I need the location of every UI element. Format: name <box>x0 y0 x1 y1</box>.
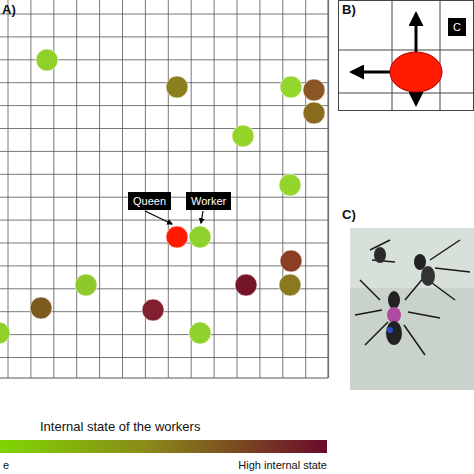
worker-circle <box>0 322 10 344</box>
callout-text: Worker <box>191 195 226 207</box>
worker-circle <box>279 174 301 196</box>
panel-letter: C) <box>342 208 356 222</box>
worker-circle <box>189 322 211 344</box>
callout-box: C <box>448 18 466 36</box>
worker-circle <box>36 49 58 71</box>
panel-letter: B) <box>342 3 356 17</box>
callout-text: Queen <box>133 195 166 207</box>
worker-circle <box>303 79 325 101</box>
worker-circle <box>232 125 254 147</box>
worker-circle <box>303 102 325 124</box>
callout-text: C <box>453 21 461 33</box>
legend-label: e <box>3 459 9 471</box>
callout-box: Worker <box>186 192 231 210</box>
leader-arrow <box>201 211 203 223</box>
grid-b <box>338 0 474 111</box>
ant-photo <box>350 228 474 390</box>
worker-circle <box>279 274 301 296</box>
panel-letter: A) <box>2 3 16 17</box>
worker-circle <box>30 297 52 319</box>
worker-circle <box>166 226 188 248</box>
worker-circles <box>0 49 325 344</box>
leader-arrow <box>145 211 172 224</box>
state-gradient <box>0 440 327 453</box>
queen-ellipse <box>390 52 442 92</box>
worker-circle <box>75 274 97 296</box>
legend-label: Internal state of the workers <box>40 420 200 434</box>
callout-box: Queen <box>128 192 171 210</box>
worker-circle <box>235 274 257 296</box>
worker-circle <box>166 76 188 98</box>
worker-circle <box>142 299 164 321</box>
worker-circle <box>189 226 211 248</box>
grid-a <box>0 0 329 378</box>
legend-label: High internal state <box>238 459 327 471</box>
worker-circle <box>280 76 302 98</box>
worker-circle <box>280 250 302 272</box>
